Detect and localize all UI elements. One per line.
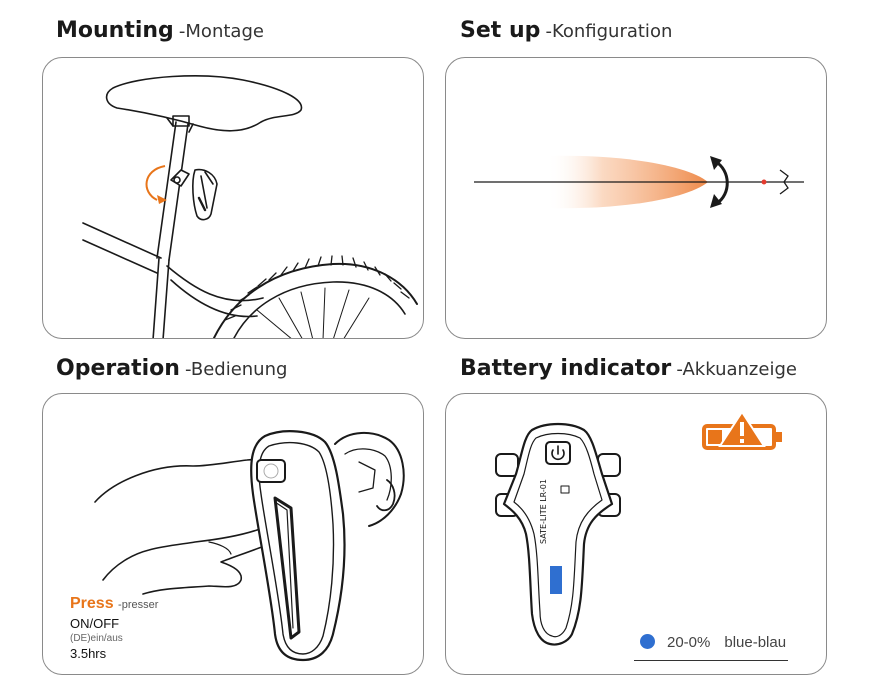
heading-operation: Operation -Bedienung [56,356,287,381]
de-note-label: (DE)ein/aus [70,633,123,644]
blue-dot-icon [640,634,655,649]
onoff-label: ON/OFF [70,616,120,631]
battery-warning-icon [702,410,782,450]
setup-panel [445,57,827,339]
operation-illustration [94,430,405,662]
heading-battery-subtitle: -Akkuanzeige [676,359,797,380]
heading-setup-subtitle: -Konfiguration [545,21,673,42]
battery-legend: 20-0% blue-blau [640,634,786,651]
heading-setup-title: Set up [460,18,541,43]
power-button [256,459,286,483]
legend-underline [634,660,788,661]
operation-caption: Press -presser ON/OFF (DE)ein/aus 3.5hrs [70,595,158,661]
pressing-hand [102,527,280,595]
tilt-arrows-icon [710,156,729,208]
press-sub-label: -presser [118,599,159,611]
heading-mounting: Mounting -Montage [56,18,264,43]
press-label: Press [70,595,114,612]
legend-color: blue-blau [724,634,787,651]
device-body [502,422,614,646]
heading-battery-title: Battery indicator [460,356,672,381]
runtime-label: 3.5hrs [70,646,107,661]
legend-range: 20-0% [667,634,711,651]
rotate-arrow-icon [145,165,167,204]
heading-operation-subtitle: -Bedienung [185,359,288,380]
heading-battery: Battery indicator -Akkuanzeige [460,356,797,381]
mounting-panel [42,57,424,339]
heading-setup: Set up -Konfiguration [460,18,672,43]
setup-illustration [474,155,804,209]
saddle-shape [105,75,303,132]
mounting-illustration [82,75,418,338]
battery-level-indicator [550,566,562,594]
frame-top-tube [82,222,162,274]
battery-panel: SATE-LITE LR-01 20-0% blue-blau [445,393,827,675]
heading-operation-title: Operation [56,356,180,381]
taillight-front [250,430,346,662]
heading-mounting-subtitle: -Montage [178,21,264,42]
seat-post [156,121,189,261]
operation-panel: Press -presser ON/OFF (DE)ein/aus 3.5hrs [42,393,424,675]
power-icon [545,441,571,465]
target-point [761,179,767,185]
heading-mounting-title: Mounting [56,18,174,43]
device-label: SATE-LITE LR-01 [539,479,548,544]
battery-illustration: SATE-LITE LR-01 [495,410,782,646]
